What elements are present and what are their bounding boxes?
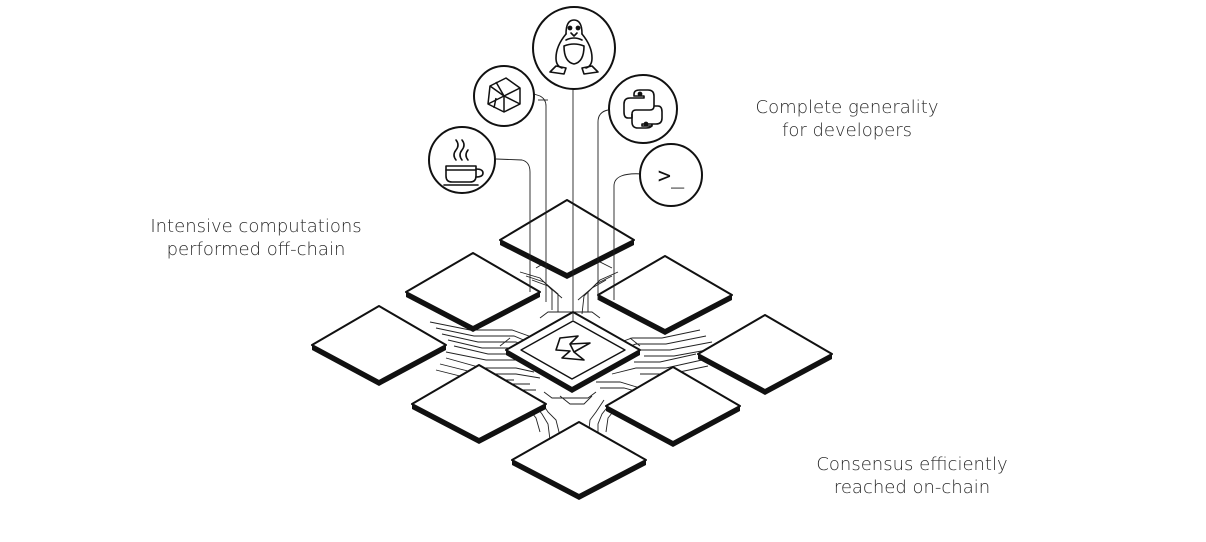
tile-lower-right xyxy=(605,366,741,447)
linux-tux-icon xyxy=(532,6,616,90)
tile-stack xyxy=(311,199,833,500)
tile-left xyxy=(311,305,447,386)
tile-top xyxy=(499,199,635,279)
tile-lower-left xyxy=(411,364,547,444)
caption-line: for developers xyxy=(782,120,912,141)
center-chip xyxy=(505,311,641,393)
caption-line: Consensus efficiently xyxy=(816,454,1008,475)
caption-line: reached on-chain xyxy=(833,477,991,498)
caption-developers: Complete generality for developers xyxy=(720,96,974,142)
tile-upper-right xyxy=(597,255,733,335)
ruby-gem-icon xyxy=(473,65,535,127)
connector-lines xyxy=(495,85,644,320)
terminal-prompt-text: >_ xyxy=(658,164,685,189)
tile-upper-left xyxy=(405,252,541,332)
chip-logo-icon xyxy=(555,335,591,361)
caption-line: Intensive computations xyxy=(150,216,362,237)
caption-off-chain: Intensive computations performed off-cha… xyxy=(120,215,392,261)
tile-right xyxy=(697,314,833,395)
tile-bottom xyxy=(511,421,647,500)
caption-line: Complete generality xyxy=(755,97,939,118)
caption-on-chain: Consensus efficiently reached on-chain xyxy=(784,453,1040,499)
python-icon xyxy=(608,74,678,144)
terminal-prompt-icon: >_ xyxy=(639,143,703,207)
java-coffee-icon xyxy=(428,126,496,194)
caption-line: performed off-chain xyxy=(166,239,346,260)
